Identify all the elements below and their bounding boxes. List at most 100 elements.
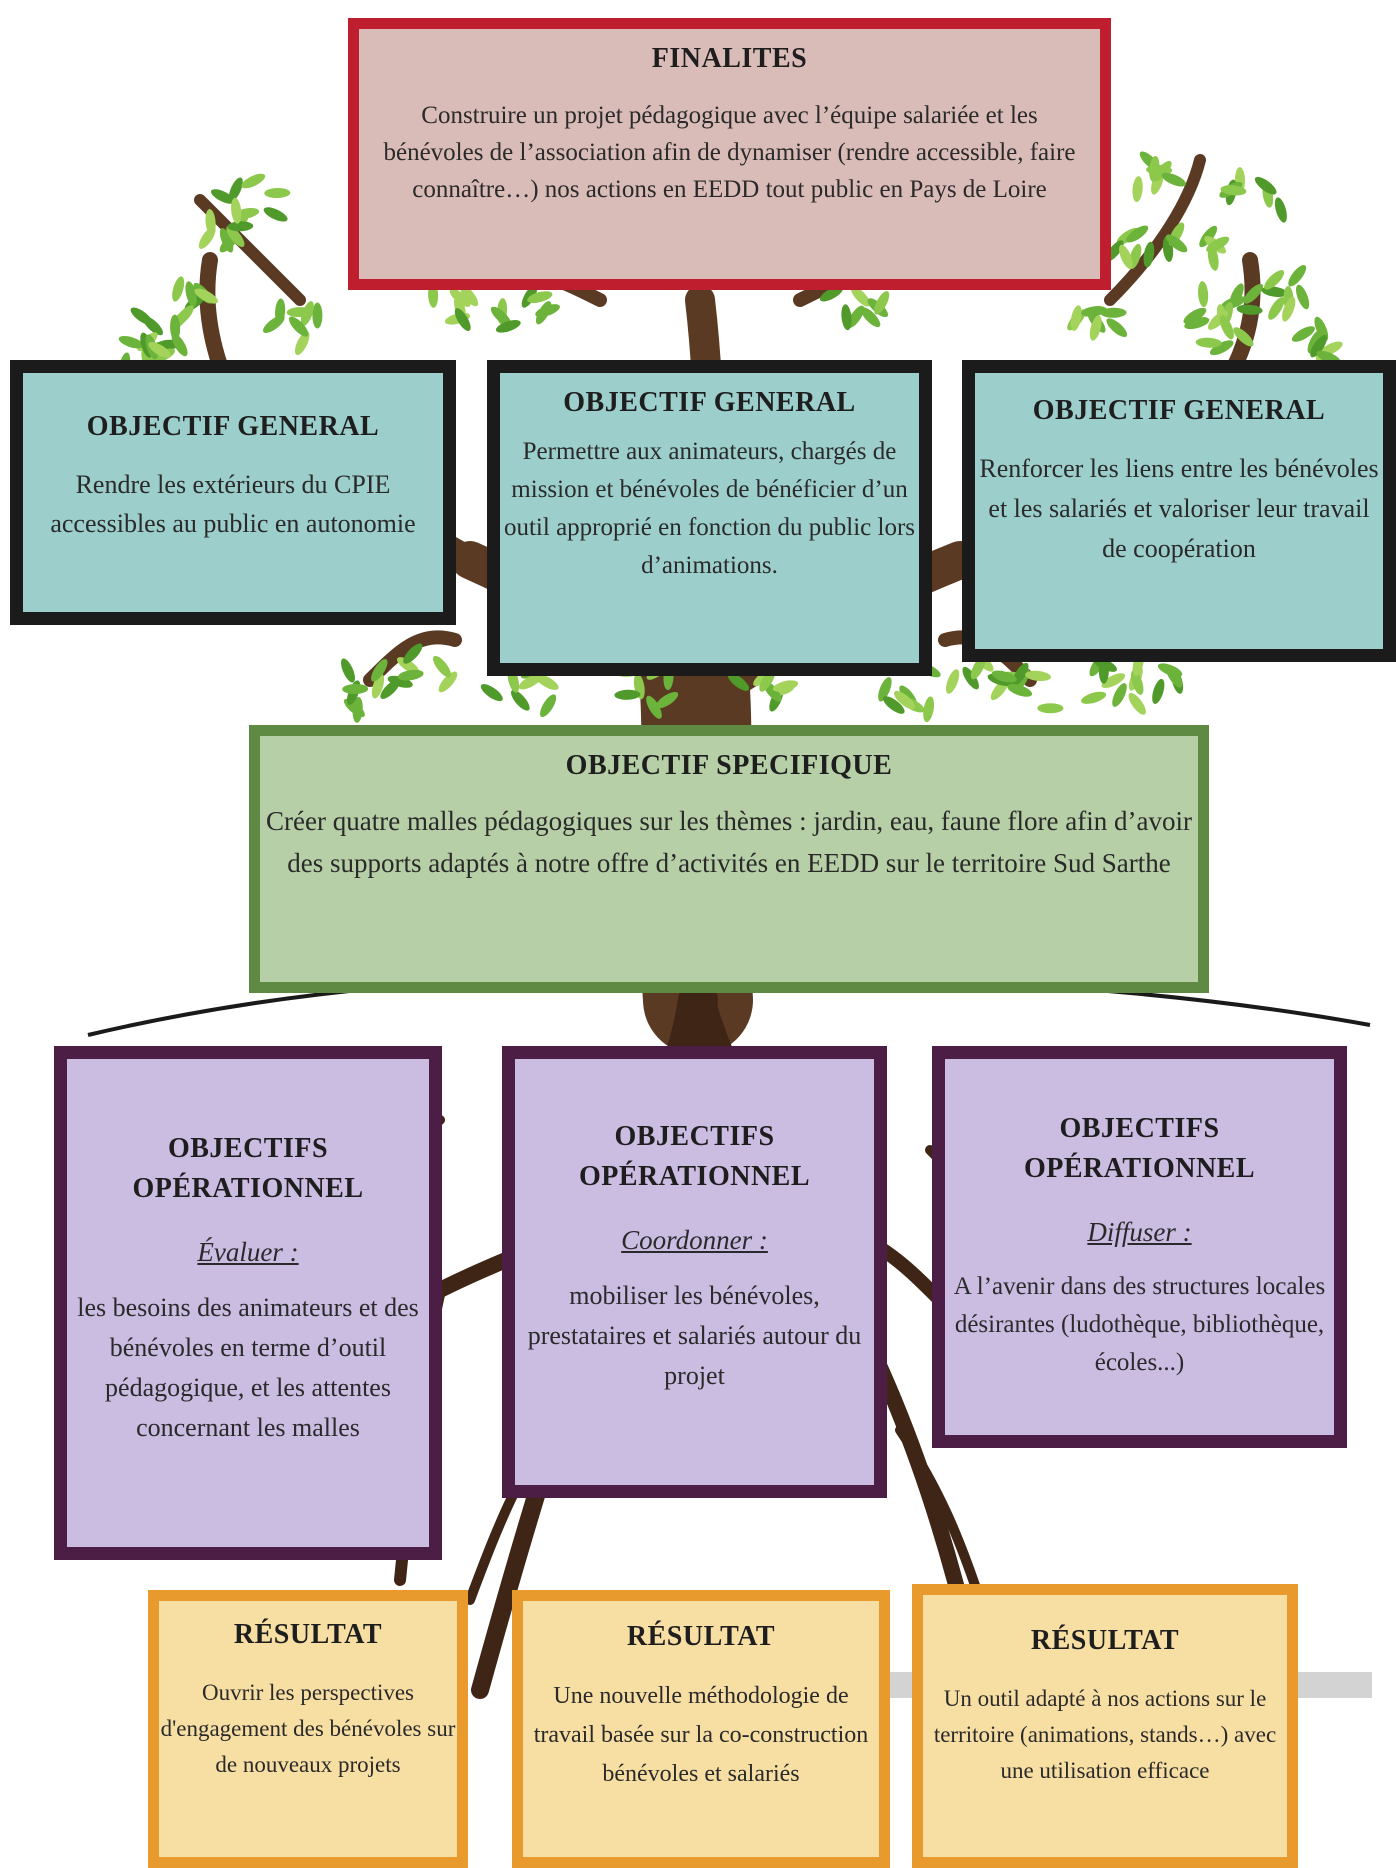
leaf bbox=[288, 316, 309, 337]
objectif-operationnel-verb: Diffuser : bbox=[1087, 1217, 1192, 1247]
leaf bbox=[118, 335, 144, 349]
objectif-general-title: OBJECTIF GENERAL bbox=[563, 387, 856, 418]
leaf bbox=[228, 177, 243, 202]
finalites-text: Construire un projet pédagogique avec l’… bbox=[383, 102, 1076, 203]
leaf bbox=[371, 673, 385, 699]
leaf bbox=[535, 301, 552, 325]
leaf bbox=[946, 669, 960, 694]
leaf bbox=[1184, 317, 1210, 330]
objectif-general-text: Rendre les extérieurs du CPIE accessible… bbox=[50, 470, 416, 538]
resultat-box: RÉSULTAT Ouvrir les perspectives d'engag… bbox=[148, 1590, 468, 1868]
leaf bbox=[874, 291, 890, 315]
leaf bbox=[1007, 684, 1033, 697]
leaf bbox=[1296, 284, 1310, 310]
leaf bbox=[231, 197, 242, 224]
leaf bbox=[1268, 297, 1285, 320]
objectif-operationnel-title: OBJECTIFS OPÉRATIONNEL bbox=[132, 1133, 364, 1204]
leaf bbox=[1274, 197, 1287, 223]
leaf bbox=[923, 696, 935, 723]
leaf bbox=[312, 302, 323, 329]
leaf bbox=[1152, 678, 1165, 704]
resultat-text: Une nouvelle méthodologie de travail bas… bbox=[533, 1683, 869, 1787]
leaf bbox=[264, 187, 291, 199]
leaf bbox=[1219, 315, 1234, 340]
leaf bbox=[1089, 315, 1102, 341]
leaf bbox=[860, 307, 881, 328]
objectif-operationnel-text: les besoins des animateurs et des bénévo… bbox=[77, 1293, 419, 1442]
leaf bbox=[1152, 160, 1172, 182]
leaf bbox=[174, 305, 194, 326]
leaf bbox=[1220, 185, 1247, 196]
leaf bbox=[1161, 172, 1187, 187]
objectif-operationnel-box: OBJECTIFS OPÉRATIONNEL Évaluer : les bes… bbox=[54, 1046, 442, 1560]
leaf bbox=[403, 643, 423, 664]
objectif-specifique-box: OBJECTIF SPECIFIQUE Créer quatre malles … bbox=[249, 725, 1209, 993]
leaf bbox=[1291, 326, 1315, 342]
leaf bbox=[1143, 241, 1155, 268]
leaf bbox=[495, 319, 521, 333]
leaf bbox=[1207, 310, 1228, 330]
objectif-general-box: OBJECTIF GENERAL Rendre les extérieurs d… bbox=[10, 360, 456, 625]
leaf bbox=[130, 307, 153, 325]
resultat-box: RÉSULTAT Un outil adapté à nos actions s… bbox=[912, 1584, 1298, 1868]
leaf bbox=[1100, 307, 1127, 318]
leaf bbox=[263, 207, 288, 222]
objectif-general-box: OBJECTIF GENERAL Renforcer les liens ent… bbox=[962, 360, 1396, 662]
leaf bbox=[1126, 225, 1149, 243]
leaf bbox=[1264, 270, 1285, 290]
leaf bbox=[449, 288, 471, 307]
leaf bbox=[454, 308, 471, 332]
leaf bbox=[371, 659, 388, 682]
objectif-operationnel-box: OBJECTIFS OPÉRATIONNEL Coordonner : mobi… bbox=[502, 1046, 887, 1498]
resultat-title: RÉSULTAT bbox=[233, 1619, 383, 1650]
leaf bbox=[1081, 691, 1107, 704]
leaf bbox=[518, 674, 543, 690]
leaf bbox=[1229, 283, 1244, 308]
leaf bbox=[1282, 296, 1296, 322]
leaf bbox=[211, 189, 235, 204]
leaf bbox=[991, 670, 1017, 683]
objectif-general-title: OBJECTIF GENERAL bbox=[86, 411, 380, 442]
leaf bbox=[490, 306, 512, 326]
leaf bbox=[540, 694, 557, 718]
leaf bbox=[614, 689, 641, 700]
leaf bbox=[1165, 234, 1188, 253]
finalites-title: FINALITES bbox=[651, 43, 808, 74]
leaf bbox=[962, 666, 979, 690]
resultat-title: RÉSULTAT bbox=[1030, 1625, 1180, 1656]
leaf bbox=[851, 286, 871, 307]
leaf bbox=[294, 331, 310, 356]
leaf bbox=[727, 672, 750, 691]
objectif-general-text: Renforcer les liens entre les bénévoles … bbox=[979, 454, 1379, 563]
leaf bbox=[1314, 316, 1329, 342]
objectif-general-text: Permettre aux animateurs, chargés de mis… bbox=[503, 438, 916, 579]
leaf bbox=[300, 301, 314, 326]
resultat-text: Ouvrir les perspectives d'engagement des… bbox=[160, 1680, 456, 1777]
leaf bbox=[1195, 337, 1222, 348]
leaf bbox=[1130, 669, 1144, 695]
leaf bbox=[198, 226, 216, 249]
objectif-operationnel-title: OBJECTIFS OPÉRATIONNEL bbox=[578, 1121, 811, 1192]
leaf bbox=[772, 680, 799, 692]
objectif-operationnel-title: OBJECTIFS OPÉRATIONNEL bbox=[1023, 1113, 1256, 1184]
resultat-title: RÉSULTAT bbox=[626, 1621, 776, 1652]
leaf bbox=[878, 677, 892, 702]
leaf bbox=[1119, 244, 1133, 269]
leaf bbox=[646, 695, 662, 719]
leaf bbox=[262, 315, 285, 333]
leaf bbox=[1101, 673, 1126, 688]
leaf bbox=[185, 281, 197, 307]
leaf bbox=[841, 304, 852, 331]
leaf bbox=[227, 221, 254, 232]
leaf bbox=[1037, 703, 1064, 714]
leaf bbox=[148, 341, 172, 359]
leaf bbox=[527, 291, 553, 303]
leaf bbox=[1243, 283, 1264, 304]
leaf bbox=[387, 675, 413, 688]
leaf bbox=[342, 683, 369, 695]
leaf bbox=[1157, 663, 1183, 677]
objectif-specifique-text: Créer quatre malles pédagogiques sur les… bbox=[266, 806, 1192, 878]
leaf bbox=[894, 690, 915, 710]
objectif-operationnel-box: OBJECTIFS OPÉRATIONNEL Diffuser : A l’av… bbox=[932, 1046, 1347, 1448]
leaf bbox=[1183, 307, 1207, 324]
